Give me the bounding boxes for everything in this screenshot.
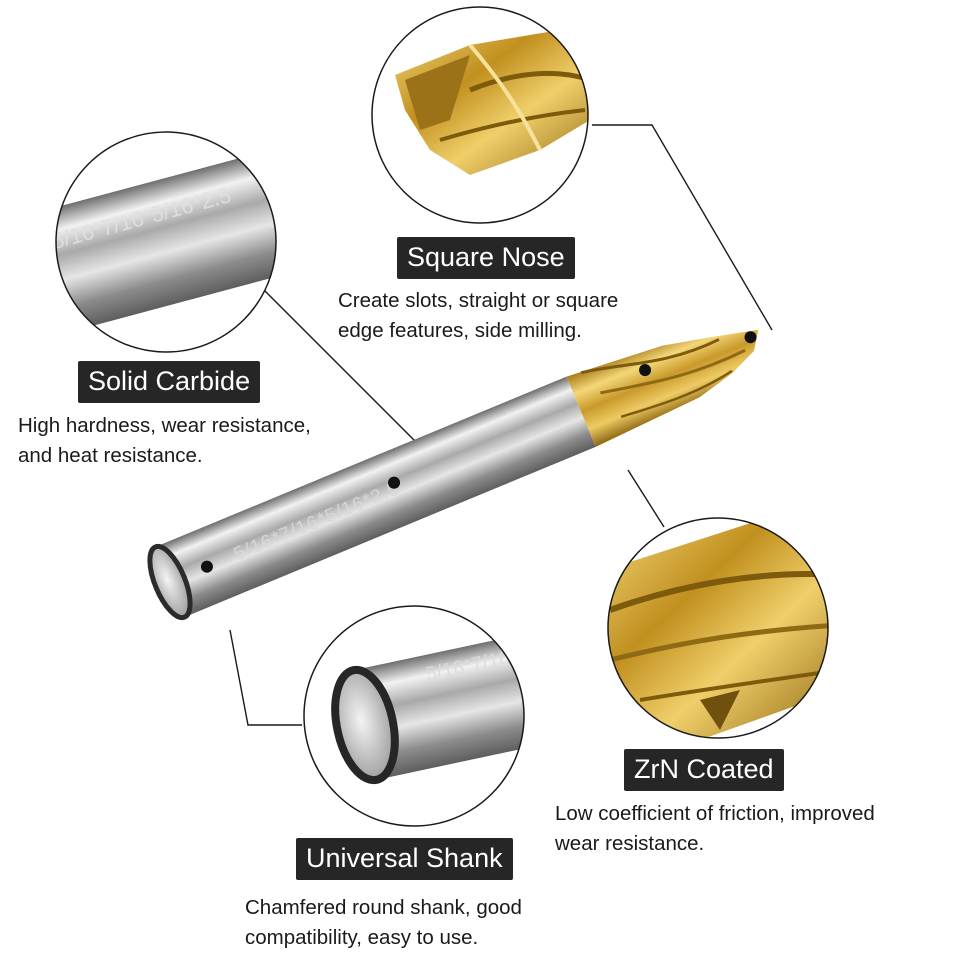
universal-shank-detail: 5/16*7/16*5/16*2.5 [303, 605, 525, 827]
universal-shank-desc-line2: compatibility, easy to use. [245, 926, 479, 949]
leader-lines [229, 124, 773, 726]
solid-carbide-desc-line1: High hardness, wear resistance, [18, 414, 311, 437]
solid-carbide-title: Solid Carbide [78, 361, 261, 403]
universal-shank-desc-line1: Chamfered round shank, good [245, 896, 522, 919]
square-nose-desc-line2: edge features, side milling. [338, 319, 582, 342]
zrn-coated-desc-line1: Low coefficient of friction, improved [555, 802, 875, 825]
zrn-coated-desc-line2: wear resistance. [555, 832, 705, 855]
solid-carbide-desc-line2: and heat resistance. [18, 444, 203, 467]
square-nose-detail [371, 6, 589, 224]
zrn-coated-title: ZrN Coated [624, 749, 784, 791]
square-nose-desc-line1: Create slots, straight or square [338, 289, 619, 312]
square-nose-title: Square Nose [397, 237, 575, 279]
universal-shank-title: Universal Shank [296, 838, 513, 880]
solid-carbide-detail: 5/16*7/16*5/16*2.5 [55, 131, 277, 353]
zrn-coated-detail [607, 517, 829, 739]
